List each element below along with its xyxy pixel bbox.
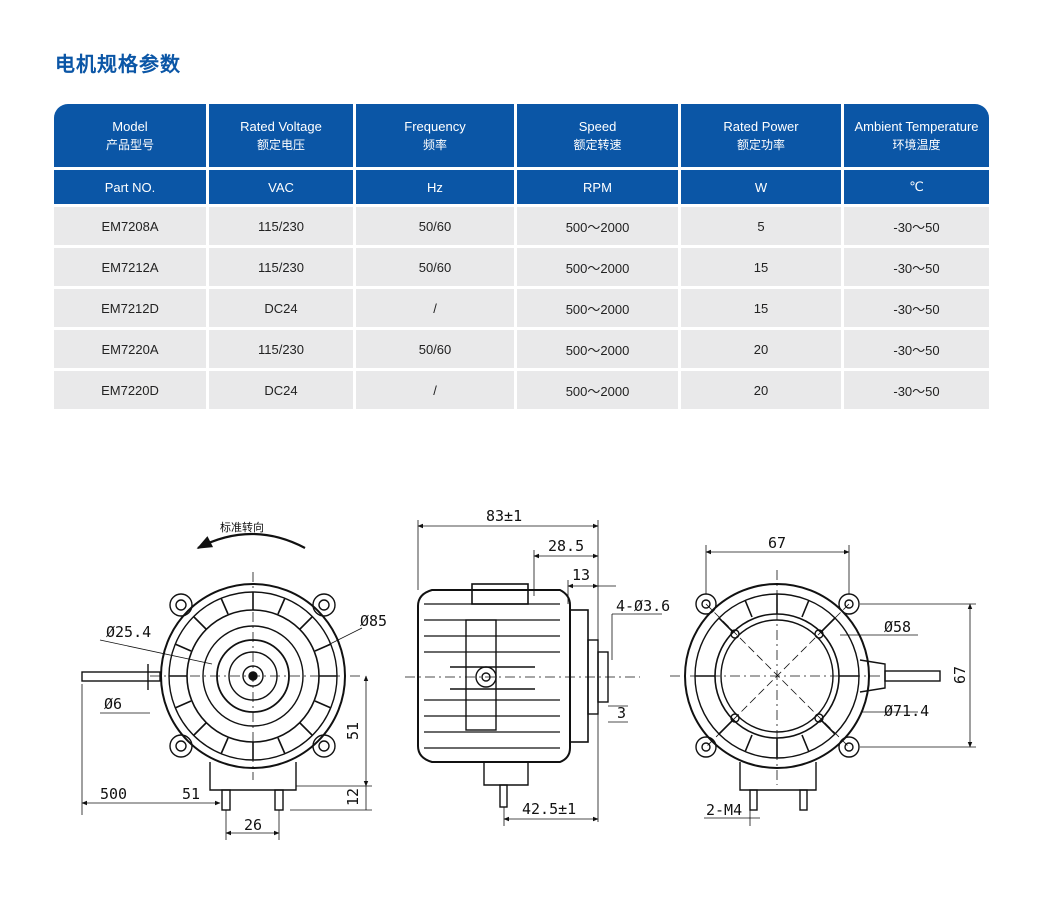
dim-67-vertical: 67 [951,666,969,684]
table-row: EM7220A 115/230 50/60 500～2000 20 -30～50 [54,330,989,368]
table-cell: 50/60 [356,207,514,245]
side-view-drawing [405,520,662,826]
table-cell: 115/230 [209,207,353,245]
dim-d85: Ø85 [360,612,387,630]
dim-26: 26 [244,816,262,834]
table-cell: 500～2000 [517,330,678,368]
table-row: EM7208A 115/230 50/60 500～2000 5 -30～50 [54,207,989,245]
dim-d25-4: Ø25.4 [106,623,151,641]
table-row: EM7212D DC24 / 500～2000 15 -30～50 [54,289,989,327]
dim-51-vertical: 51 [344,722,362,740]
table-cell: DC24 [209,371,353,409]
table-cell: EM7220A [54,330,206,368]
table-cell: 115/230 [209,330,353,368]
unit-cell: Hz [356,170,514,204]
side-view-labels: 83±1 28.5 13 4-Ø3.6 3 42.5±1 [486,507,670,818]
dim-28-5: 28.5 [548,537,584,555]
rotation-direction-label: 标准转向 [220,520,264,534]
dim-67-horizontal: 67 [768,534,786,552]
table-cell: EM7208A [54,207,206,245]
table-cell: 115/230 [209,248,353,286]
table-cell: 50/60 [356,330,514,368]
unit-cell: Part NO. [54,170,206,204]
table-cell: EM7220D [54,371,206,409]
dim-2-m4: 2-M4 [706,801,742,819]
back-view-labels: 67 Ø58 Ø71.4 2-M4 67 [706,534,969,819]
unit-cell: W [681,170,841,204]
unit-cell: VAC [209,170,353,204]
dim-d71-4: Ø71.4 [884,702,929,720]
dim-13: 13 [572,566,590,584]
unit-cell: ℃ [844,170,989,204]
table-cell: / [356,371,514,409]
table-cell: / [356,289,514,327]
dim-51-horizontal: 51 [182,785,200,803]
unit-cell: RPM [517,170,678,204]
table-row: EM7220D DC24 / 500～2000 20 -30～50 [54,371,989,409]
table-cell: -30～50 [844,330,989,368]
table-cell: 15 [681,248,841,286]
back-view-drawing [670,545,976,826]
front-view-drawing [81,533,372,840]
dim-12: 12 [344,788,362,806]
table-cell: 500～2000 [517,207,678,245]
table-cell: 500～2000 [517,289,678,327]
table-cell: DC24 [209,289,353,327]
table-cell: EM7212A [54,248,206,286]
dim-500: 500 [100,785,127,803]
dim-d6: Ø6 [104,695,122,713]
dim-d58: Ø58 [884,618,911,636]
table-cell: 20 [681,371,841,409]
table-cell: 20 [681,330,841,368]
table-cell: 50/60 [356,248,514,286]
table-cell: -30～50 [844,289,989,327]
dim-4-holes: 4-Ø3.6 [616,597,670,615]
table-cell: EM7212D [54,289,206,327]
table-cell: -30～50 [844,207,989,245]
page-title: 电机规格参数 [55,52,181,76]
table-cell: 500～2000 [517,371,678,409]
table-cell: 5 [681,207,841,245]
table-cell: -30～50 [844,248,989,286]
table-cell: -30～50 [844,371,989,409]
table-cell: 15 [681,289,841,327]
table-units-row: Part NO. VAC Hz RPM W ℃ [54,170,989,204]
table-row: EM7212A 115/230 50/60 500～2000 15 -30～50 [54,248,989,286]
table-cell: 500～2000 [517,248,678,286]
technical-drawings: 标准转向 Ø85 Ø25.4 Ø6 500 51 26 51 12 [81,507,976,840]
dim-42-5: 42.5±1 [522,800,576,818]
front-view-labels: 标准转向 Ø85 Ø25.4 Ø6 500 51 26 51 12 [100,520,387,834]
dim-3: 3 [617,704,626,722]
dim-83: 83±1 [486,507,522,525]
